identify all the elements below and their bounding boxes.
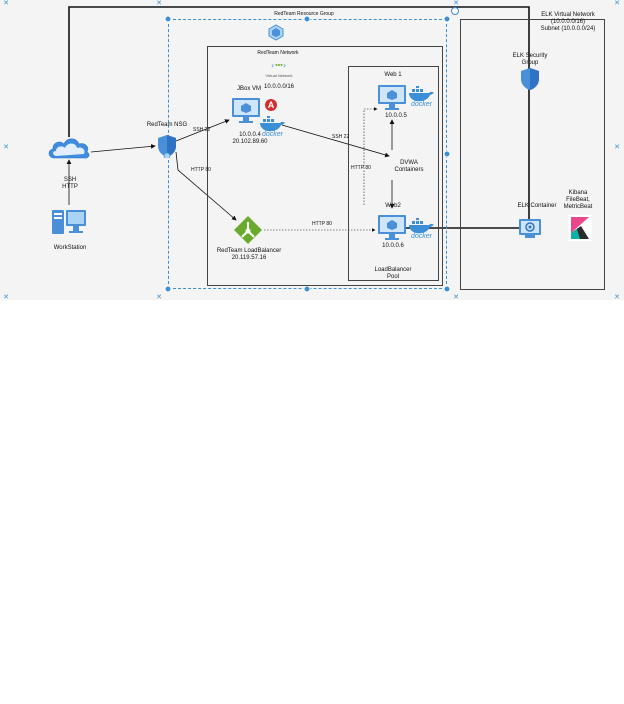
network-cidr: 10.0.0.0/16 bbox=[263, 84, 295, 90]
edge-label-jbox-web: SSH 22 bbox=[332, 134, 350, 140]
blank-area bbox=[0, 300, 624, 704]
web2-ip: 10.0.0.6 bbox=[382, 243, 404, 249]
resource-group-title: RedTeam Resource Group bbox=[274, 11, 334, 17]
edge-label-lb-web2: HTTP 80 bbox=[312, 221, 332, 227]
svg-text:‹: ‹ bbox=[271, 61, 274, 70]
elk-container-label: ELK Container bbox=[517, 203, 557, 209]
elk-shield-icon[interactable] bbox=[520, 67, 540, 91]
web2-monitor-icon[interactable] bbox=[378, 215, 406, 241]
nsg-label: RedTeam NSG bbox=[146, 122, 188, 128]
kibana-logo-icon bbox=[568, 215, 592, 241]
docker-wordmark: docker bbox=[262, 131, 284, 138]
kibana-label: Kibana FileBeat, MetricBeat bbox=[563, 190, 593, 210]
selection-handle[interactable] bbox=[303, 285, 311, 293]
redteam-network-box[interactable] bbox=[207, 46, 443, 286]
loadbalancer-label: RedTeam LoadBalancer 20.119.57.16 bbox=[216, 248, 282, 261]
edge-label-nsg-lb: HTTP 80 bbox=[191, 167, 211, 173]
jbox-monitor-icon[interactable] bbox=[232, 98, 260, 124]
connection-point-icon[interactable]: ✕ bbox=[3, 293, 9, 301]
ansible-badge-letter: A bbox=[267, 100, 275, 110]
elk-container-icon[interactable] bbox=[519, 217, 541, 239]
edge-nsg-to-jbox bbox=[175, 119, 230, 142]
rotate-handle-icon[interactable] bbox=[451, 7, 459, 15]
selection-handle[interactable] bbox=[164, 285, 172, 293]
workstation-icon[interactable] bbox=[52, 208, 88, 236]
edge-lb-to-web1-dashed bbox=[363, 107, 378, 205]
web1-title: Web 1 bbox=[384, 72, 402, 78]
edge-jbox-to-dvwa bbox=[281, 124, 390, 158]
selection-handle[interactable] bbox=[443, 150, 451, 158]
connection-point-icon[interactable]: ✕ bbox=[3, 143, 9, 151]
edge-nsg-to-lb bbox=[175, 151, 237, 221]
web1-monitor-icon[interactable] bbox=[378, 85, 406, 111]
loadbalancer-icon[interactable] bbox=[234, 216, 262, 244]
elk-security-group-label: ELK Security Group bbox=[512, 53, 548, 66]
edge-cloud-to-elk-top bbox=[68, 6, 530, 229]
internet-cloud-icon[interactable] bbox=[46, 134, 92, 160]
elk-vnet-box[interactable] bbox=[460, 19, 605, 290]
docker-wordmark: docker bbox=[411, 233, 433, 240]
edge-label-nsg-jbox: SSH 22 bbox=[193, 127, 211, 133]
selection-handle[interactable] bbox=[443, 285, 451, 293]
loadbalancer-pool-box[interactable] bbox=[348, 66, 439, 281]
connection-point-icon[interactable]: ✕ bbox=[156, 0, 162, 7]
connection-point-icon[interactable]: ✕ bbox=[614, 143, 620, 151]
selection-handle[interactable] bbox=[164, 15, 172, 23]
edge-cloud-to-nsg bbox=[90, 143, 156, 153]
cloud-protocols-label: SSH HTTP bbox=[62, 177, 78, 190]
connection-point-icon[interactable]: ✕ bbox=[156, 293, 162, 301]
web2-title: Web2 bbox=[385, 203, 401, 209]
jbox-title: JBox VM bbox=[236, 86, 262, 92]
connectors bbox=[66, 6, 530, 232]
loadbalancer-pool-label: LoadBalancer Pool bbox=[374, 267, 412, 280]
selection-handle[interactable] bbox=[303, 15, 311, 23]
elk-vnet-label: ELK Virtual Network (10.0.0.0/16) Subnet… bbox=[540, 12, 596, 32]
edge-label-web-http: HTTP 80 bbox=[351, 165, 371, 171]
selection-handle[interactable] bbox=[443, 15, 451, 23]
dvwa-label: DVWA Containers bbox=[394, 160, 424, 173]
connection-point-icon[interactable]: ✕ bbox=[614, 0, 620, 7]
ansible-badge-icon: A bbox=[265, 99, 277, 111]
redteam-network-title: RedTeam Network bbox=[257, 50, 299, 56]
docker-icon: docker bbox=[409, 218, 434, 240]
connection-point-icon[interactable]: ✕ bbox=[3, 0, 9, 7]
svg-text:›: › bbox=[283, 61, 286, 70]
jbox-ips: 10.0.0.4 20.102.89.60 bbox=[232, 132, 268, 145]
docker-icon: docker bbox=[260, 116, 285, 138]
virtual-network-caption: Virtual Network bbox=[265, 73, 293, 78]
docker-wordmark: docker bbox=[411, 101, 433, 108]
resource-group-icon bbox=[268, 24, 284, 41]
connection-point-icon[interactable]: ✕ bbox=[453, 293, 459, 301]
nsg-shield-icon[interactable] bbox=[157, 134, 177, 158]
virtual-network-icon: ‹ › bbox=[271, 61, 286, 70]
docker-icon: docker bbox=[409, 86, 434, 108]
web1-ip: 10.0.0.5 bbox=[385, 113, 407, 119]
connection-point-icon[interactable]: ✕ bbox=[614, 293, 620, 301]
connection-point-icon[interactable]: ✕ bbox=[453, 0, 459, 7]
diagram-canvas: RedTeam Resource Group RedTeam Network ‹… bbox=[0, 0, 624, 301]
workstation-label: WorkStation bbox=[53, 245, 87, 251]
